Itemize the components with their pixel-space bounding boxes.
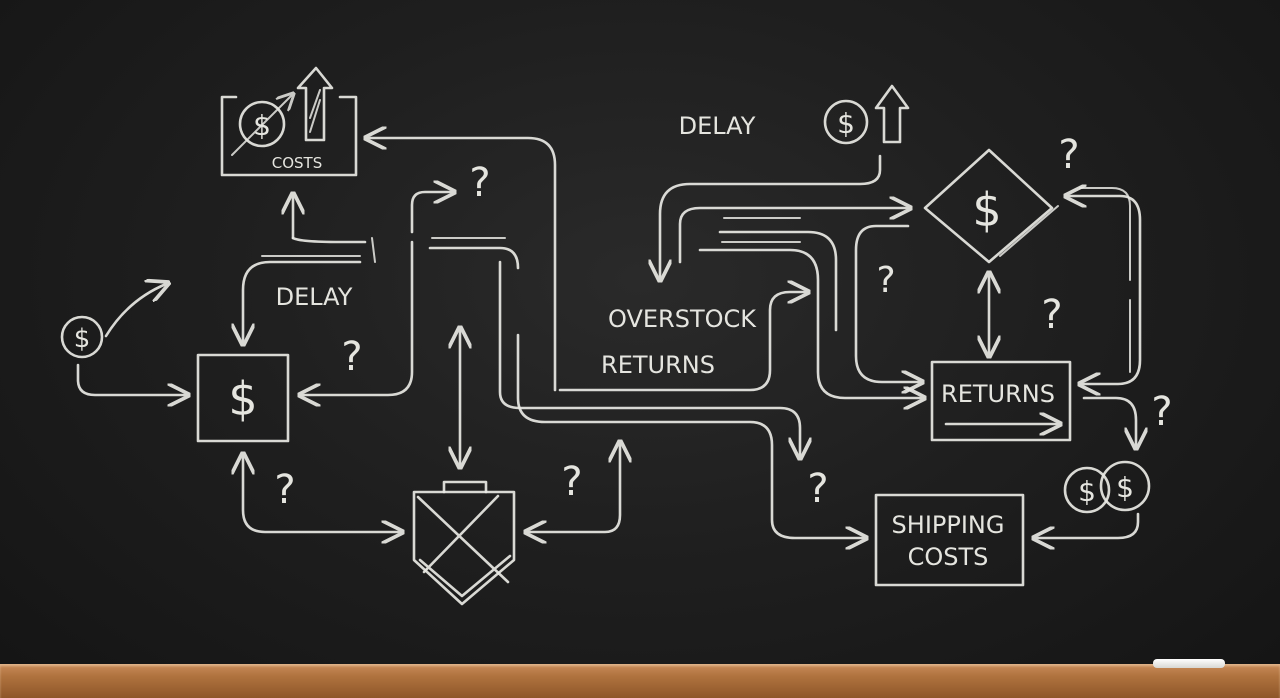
dollar-node: $ xyxy=(196,353,290,443)
overstock-label: OVERSTOCK xyxy=(608,305,757,333)
flow-dollar-to-package xyxy=(243,456,400,532)
trend-up-arrow-icon xyxy=(104,284,166,338)
shipping-label: SHIPPING xyxy=(892,511,1005,539)
flow-to-returns-box xyxy=(698,248,922,398)
flow-to-question-shipping xyxy=(498,260,800,456)
shipping-costs-node: SHIPPING COSTS xyxy=(874,493,1025,587)
flow-coins-to-shipping xyxy=(1036,512,1140,538)
dollar-coin-icon xyxy=(60,315,104,359)
returns-node: RETURNS xyxy=(930,360,1072,442)
trend-up-arrow-icon xyxy=(231,95,292,156)
flow-returns-to-coins xyxy=(1082,396,1136,446)
flow-middle-right xyxy=(718,230,838,332)
dollar-coin-top: $ xyxy=(823,99,869,145)
returns-label-middle: RETURNS xyxy=(601,351,715,379)
chalk-stick[interactable] xyxy=(1153,659,1225,668)
question-mark: ? xyxy=(1041,292,1062,338)
dollar-coin-left: $ xyxy=(60,315,104,359)
chalk-ledge xyxy=(0,664,1280,698)
delay-label-left: DELAY xyxy=(276,283,353,311)
dollar-coin-icon xyxy=(238,100,286,148)
dollar-sign: $ xyxy=(837,107,855,140)
dollar-sign: $ xyxy=(228,372,257,426)
flow-to-diamond xyxy=(678,208,908,264)
flow-into-dollar-box xyxy=(302,240,414,395)
question-mark: ? xyxy=(1058,132,1079,178)
shipping-costs-label: COSTS xyxy=(908,543,989,571)
dollar-coins-icon: $ $ xyxy=(1063,460,1151,514)
dollar-sign: $ xyxy=(1116,471,1134,504)
question-mark: ? xyxy=(274,467,295,513)
flow-diamond-to-returns xyxy=(854,224,920,382)
question-mark: ? xyxy=(469,160,490,206)
flow-to-question xyxy=(410,192,452,234)
broken-package-icon xyxy=(412,480,516,606)
flow-coin-to-overstock xyxy=(660,154,882,278)
dollar-sign: $ xyxy=(1078,475,1096,508)
question-mark: ? xyxy=(876,260,895,301)
question-mark: ? xyxy=(561,459,582,505)
costs-label: COSTS xyxy=(272,154,323,172)
costs-node: $ COSTS xyxy=(220,66,358,177)
flow-returns-to-overstock xyxy=(558,292,806,392)
dollar-sign: $ xyxy=(972,183,1001,237)
flow-to-dollar-box xyxy=(76,363,186,395)
returns-label-box: RETURNS xyxy=(941,380,1055,408)
flow-costs-right xyxy=(291,236,367,244)
flow-package-right xyxy=(528,444,620,532)
flow-delay-to-dollar xyxy=(243,260,362,342)
flow-to-costs xyxy=(368,138,557,392)
arrow-up-icon xyxy=(296,66,334,142)
flow-to-shipping xyxy=(516,333,864,538)
question-mark: ? xyxy=(341,334,362,380)
question-mark: ? xyxy=(1151,389,1172,435)
dollar-coin-icon xyxy=(823,99,869,145)
diamond-node: $ xyxy=(923,148,1059,264)
dollar-sign: $ xyxy=(74,324,91,354)
delay-label-top: DELAY xyxy=(679,112,756,140)
question-mark: ? xyxy=(807,466,828,512)
arrow-up-icon xyxy=(874,84,910,144)
